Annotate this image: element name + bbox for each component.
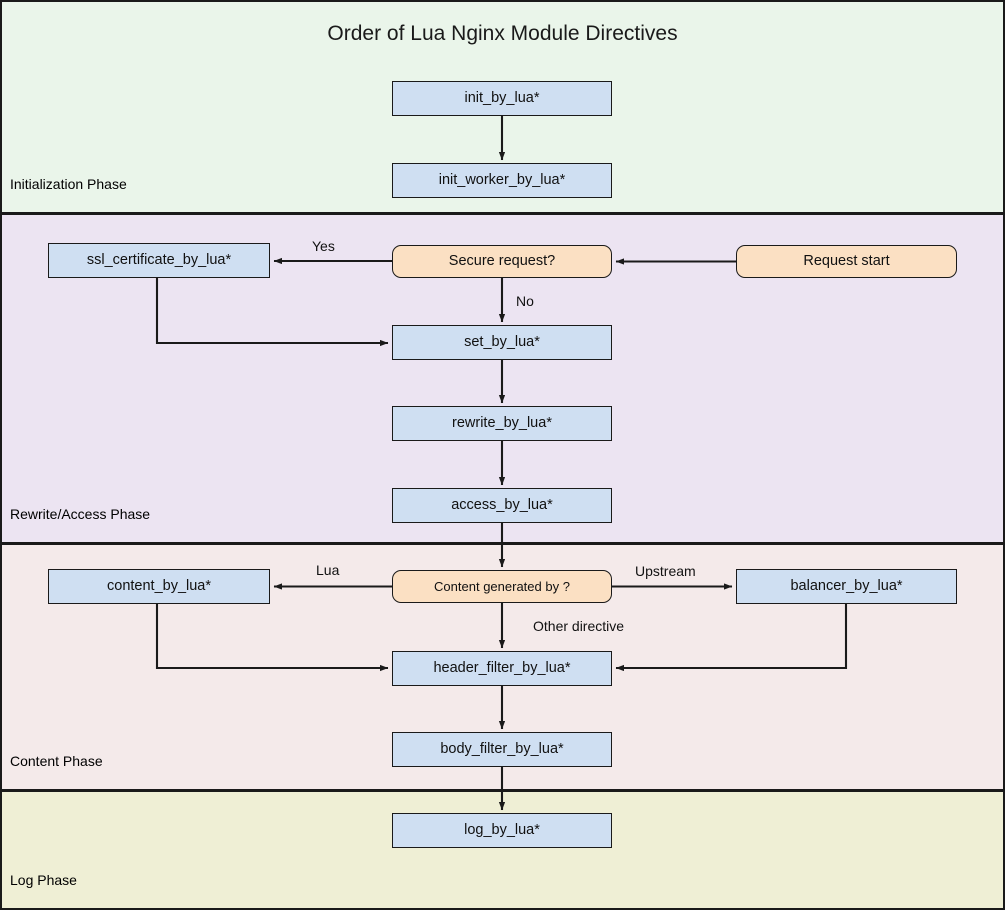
node-header-filter-by-lua[interactable]: header_filter_by_lua* (392, 651, 612, 686)
edge-label-lua: Lua (316, 562, 340, 578)
node-access-by-lua[interactable]: access_by_lua* (392, 488, 612, 523)
band-label-initialization: Initialization Phase (10, 176, 127, 192)
node-balancer-by-lua[interactable]: balancer_by_lua* (736, 569, 957, 604)
edge-label-no: No (516, 293, 534, 309)
node-init-by-lua[interactable]: init_by_lua* (392, 81, 612, 116)
band-label-content: Content Phase (10, 753, 103, 769)
edge-label-yes: Yes (312, 238, 335, 254)
edge-label-upstream: Upstream (635, 563, 696, 579)
node-set-by-lua[interactable]: set_by_lua* (392, 325, 612, 360)
node-rewrite-by-lua[interactable]: rewrite_by_lua* (392, 406, 612, 441)
node-init-worker-by-lua[interactable]: init_worker_by_lua* (392, 163, 612, 198)
node-log-by-lua[interactable]: log_by_lua* (392, 813, 612, 848)
node-request-start[interactable]: Request start (736, 245, 957, 278)
node-content-generated-by[interactable]: Content generated by ? (392, 570, 612, 603)
band-label-log: Log Phase (10, 872, 77, 888)
band-log (0, 790, 1005, 910)
edge-label-other-directive: Other directive (533, 618, 625, 634)
node-body-filter-by-lua[interactable]: body_filter_by_lua* (392, 732, 612, 767)
diagram-title: Order of Lua Nginx Module Directives (327, 22, 678, 45)
node-content-by-lua[interactable]: content_by_lua* (48, 569, 270, 604)
band-label-rewrite-access: Rewrite/Access Phase (10, 506, 151, 522)
node-secure-request[interactable]: Secure request? (392, 245, 612, 278)
node-ssl-certificate-by-lua[interactable]: ssl_certificate_by_lua* (48, 243, 270, 278)
